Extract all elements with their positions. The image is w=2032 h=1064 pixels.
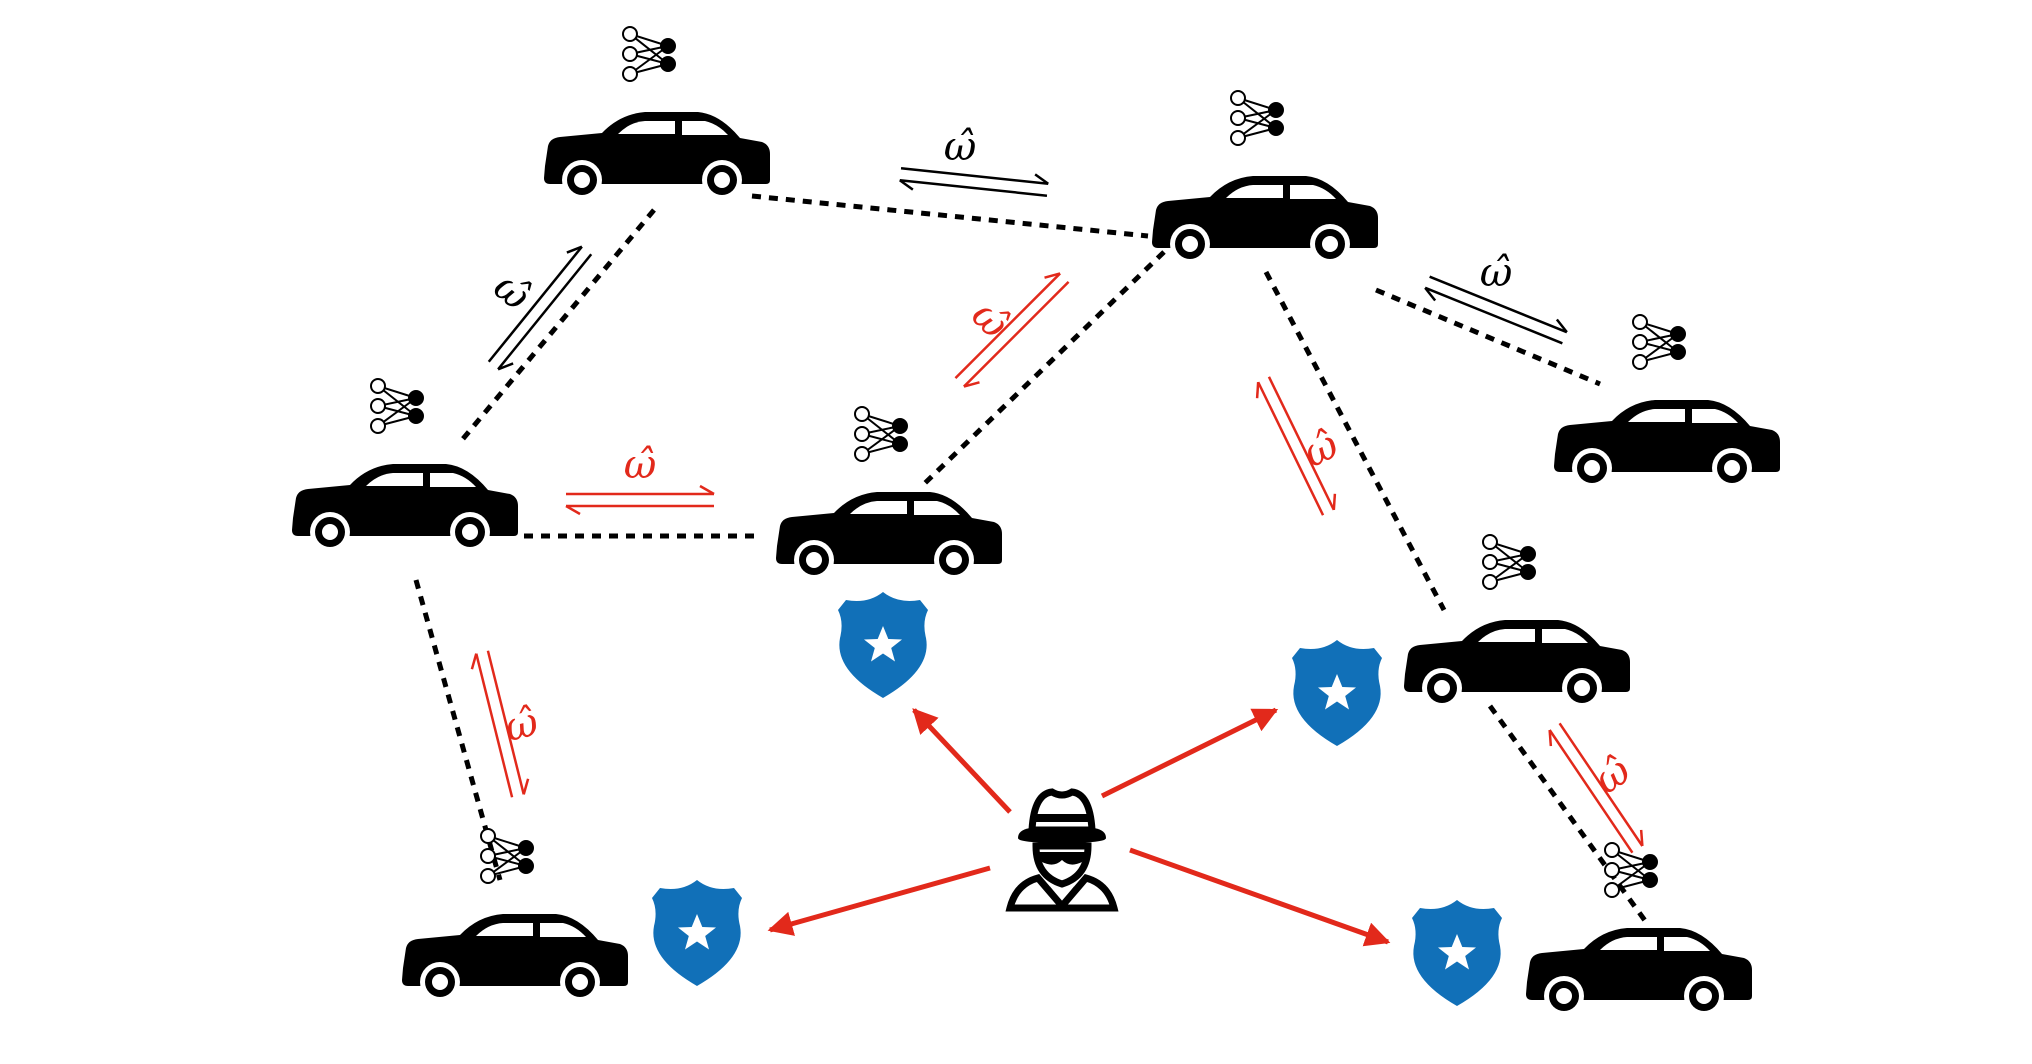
neural-network-icon <box>480 828 534 884</box>
communication-link <box>1487 704 1649 924</box>
model-weights-label: ω̂ <box>1296 421 1345 477</box>
neural-network-icon <box>370 378 424 434</box>
communication-link <box>460 208 656 442</box>
car-icon <box>544 112 770 200</box>
car-icon <box>1152 176 1378 264</box>
communication-link <box>922 250 1166 486</box>
neural-network-icon <box>1632 314 1686 370</box>
car-icon <box>402 914 628 1002</box>
police-badge-icon <box>652 880 742 986</box>
model-weights-label: ω̂ <box>500 699 543 752</box>
attack-arrow <box>767 865 991 936</box>
vehicle-node <box>1152 90 1378 264</box>
model-exchange-pair <box>487 245 593 371</box>
police-badge-icon <box>1292 640 1382 746</box>
model-weights-label: ω̂ <box>944 124 977 170</box>
model-exchange-arrows: ω̂ω̂ω̂ω̂ω̂ω̂ω̂ω̂ <box>470 124 1644 854</box>
vehicle-node <box>402 828 628 1002</box>
model-exchange-pair <box>954 272 1070 388</box>
car-icon <box>1526 928 1752 1016</box>
model-exchange-pair <box>565 484 715 516</box>
neural-network-icon <box>854 406 908 462</box>
attack-arrows <box>767 707 1391 947</box>
communication-link <box>751 193 1149 239</box>
model-weights-label: ω̂ <box>1480 250 1513 296</box>
neural-network-icon <box>622 26 676 82</box>
police-badge-icon <box>1412 900 1502 1006</box>
vehicle-node <box>292 378 518 552</box>
model-exchange-pair <box>470 650 530 798</box>
car-icon <box>1404 620 1630 708</box>
model-exchange-pair <box>1255 376 1337 516</box>
model-exchange-pair <box>899 167 1049 197</box>
neural-network-icon <box>1230 90 1284 146</box>
communication-link <box>1375 287 1601 387</box>
model-exchange-pair <box>1548 722 1644 854</box>
vehicle-node <box>1554 314 1780 488</box>
model-exchange-pair <box>1424 275 1568 345</box>
spy-icon <box>1005 788 1119 912</box>
vehicle-node <box>1526 842 1752 1016</box>
car-icon <box>292 464 518 552</box>
model-weights-label: ω̂ <box>624 442 657 488</box>
attack-arrow <box>1129 847 1391 947</box>
car-icon <box>776 492 1002 580</box>
car-icon <box>1554 400 1780 488</box>
attack-arrow <box>1100 707 1279 799</box>
police-badge-icon <box>838 592 928 698</box>
communication-link <box>1263 270 1447 612</box>
attack-arrow <box>912 708 1012 814</box>
vehicle-node <box>1404 534 1630 708</box>
vehicle-node <box>544 26 770 200</box>
neural-network-icon <box>1482 534 1536 590</box>
vehicle-node <box>776 406 1002 580</box>
